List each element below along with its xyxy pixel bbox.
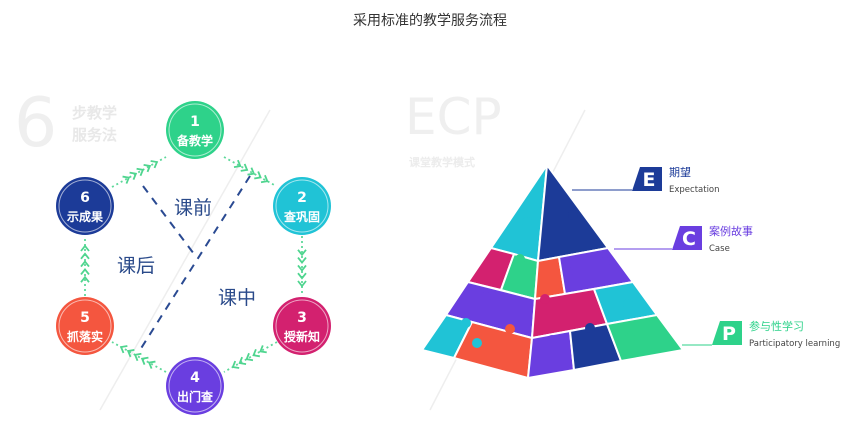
chevron-icon [297, 280, 307, 288]
watermark-ecp-sub: 课堂教学模式 [409, 155, 475, 169]
step-number: 1 [190, 114, 200, 130]
level-badge [712, 321, 742, 345]
chevron-icon [233, 159, 242, 169]
level-badge [632, 167, 662, 191]
step-4: 4 出门查 [166, 357, 224, 415]
step-ring [168, 359, 222, 413]
step-number: 3 [297, 310, 307, 326]
divider-dashed [139, 175, 251, 351]
chevron-icon [259, 345, 267, 354]
pyramid-piece [606, 314, 684, 362]
level-letter: C [682, 228, 696, 250]
chevron-icon [260, 174, 269, 184]
chevron-icon [297, 272, 307, 280]
level-C: C 案例故事 Case [672, 224, 753, 254]
step-ring [275, 179, 329, 233]
level-title: 参与性学习 [749, 319, 804, 333]
level-subtitle: Case [709, 244, 730, 254]
chevron-icon [297, 264, 307, 272]
puzzle-knobs [461, 210, 635, 348]
puzzle-pyramid [421, 164, 684, 379]
decor-line [99, 109, 271, 411]
step-ring [168, 103, 222, 157]
step-circle [273, 297, 331, 355]
phase-after: 课后 [117, 255, 155, 277]
step-ring [275, 299, 329, 353]
arrow-chevrons [80, 159, 307, 369]
page-title: 采用标准的教学服务流程 [353, 13, 507, 29]
chevron-icon [119, 345, 128, 354]
level-subtitle: Participatory learning [749, 339, 840, 349]
step-ring [58, 179, 112, 233]
watermark-caption: 服务法 [72, 126, 117, 144]
step-circle [56, 177, 114, 235]
step-label: 备教学 [176, 133, 213, 148]
chevron-icon [147, 360, 156, 369]
level-title: 期望 [669, 166, 691, 179]
step-3: 3 授新知 [273, 297, 331, 355]
step-6: 6 示成果 [56, 177, 114, 235]
level-P: P 参与性学习 Participatory learning [712, 319, 840, 349]
level-letter: E [643, 169, 656, 191]
step-number: 4 [190, 370, 200, 386]
watermark-ecp: ECP [405, 88, 502, 146]
level-letter: P [722, 323, 736, 345]
step-2: 2 查巩固 [273, 177, 331, 235]
chevron-icon [133, 352, 142, 362]
chevron-icon [140, 356, 149, 365]
level-title: 案例故事 [709, 224, 753, 238]
level-badge [672, 226, 702, 250]
step-label: 查巩固 [283, 209, 320, 224]
step-circle [166, 357, 224, 415]
chevron-icon [247, 167, 256, 176]
step-number: 6 [80, 190, 90, 206]
step-label: 出门查 [177, 389, 214, 404]
chevron-icon [80, 244, 90, 252]
chevron-icon [238, 356, 247, 365]
level-subtitle: Expectation [669, 185, 720, 195]
chevron-icon [231, 360, 240, 369]
step-circle [273, 177, 331, 235]
step-label: 示成果 [66, 209, 103, 224]
chevron-icon [297, 249, 307, 257]
step-circle [166, 101, 224, 159]
chevron-icon [254, 171, 262, 180]
chevron-icon [80, 260, 90, 268]
step-number: 5 [80, 310, 90, 326]
step-label: 授新知 [284, 329, 320, 344]
chevron-icon [126, 348, 135, 358]
chevron-icon [252, 349, 260, 358]
phase-during: 课中 [218, 287, 256, 309]
chevron-icon [150, 160, 159, 169]
watermark-caption: 步教学 [72, 104, 117, 122]
divider-dashed [142, 185, 198, 259]
step-5: 5 抓落实 [56, 297, 114, 355]
watermark-six: 6 [14, 84, 57, 163]
phase-before: 课前 [174, 197, 212, 219]
chevron-icon [122, 175, 131, 184]
chevron-icon [129, 171, 138, 180]
chevron-icon [297, 257, 307, 265]
step-1: 1 备教学 [166, 101, 224, 159]
chevron-icon [80, 275, 90, 283]
chevron-icon [80, 252, 90, 260]
step-circle [56, 297, 114, 355]
chevron-icon [136, 167, 145, 177]
step-number: 2 [297, 190, 307, 206]
chevron-icon [245, 352, 254, 362]
step-ring [58, 299, 112, 353]
chevron-icon [80, 267, 90, 275]
step-label: 抓落实 [67, 329, 103, 344]
chevron-icon [143, 163, 152, 173]
chevron-icon [240, 163, 249, 172]
level-E: E 期望 Expectation [632, 166, 720, 195]
